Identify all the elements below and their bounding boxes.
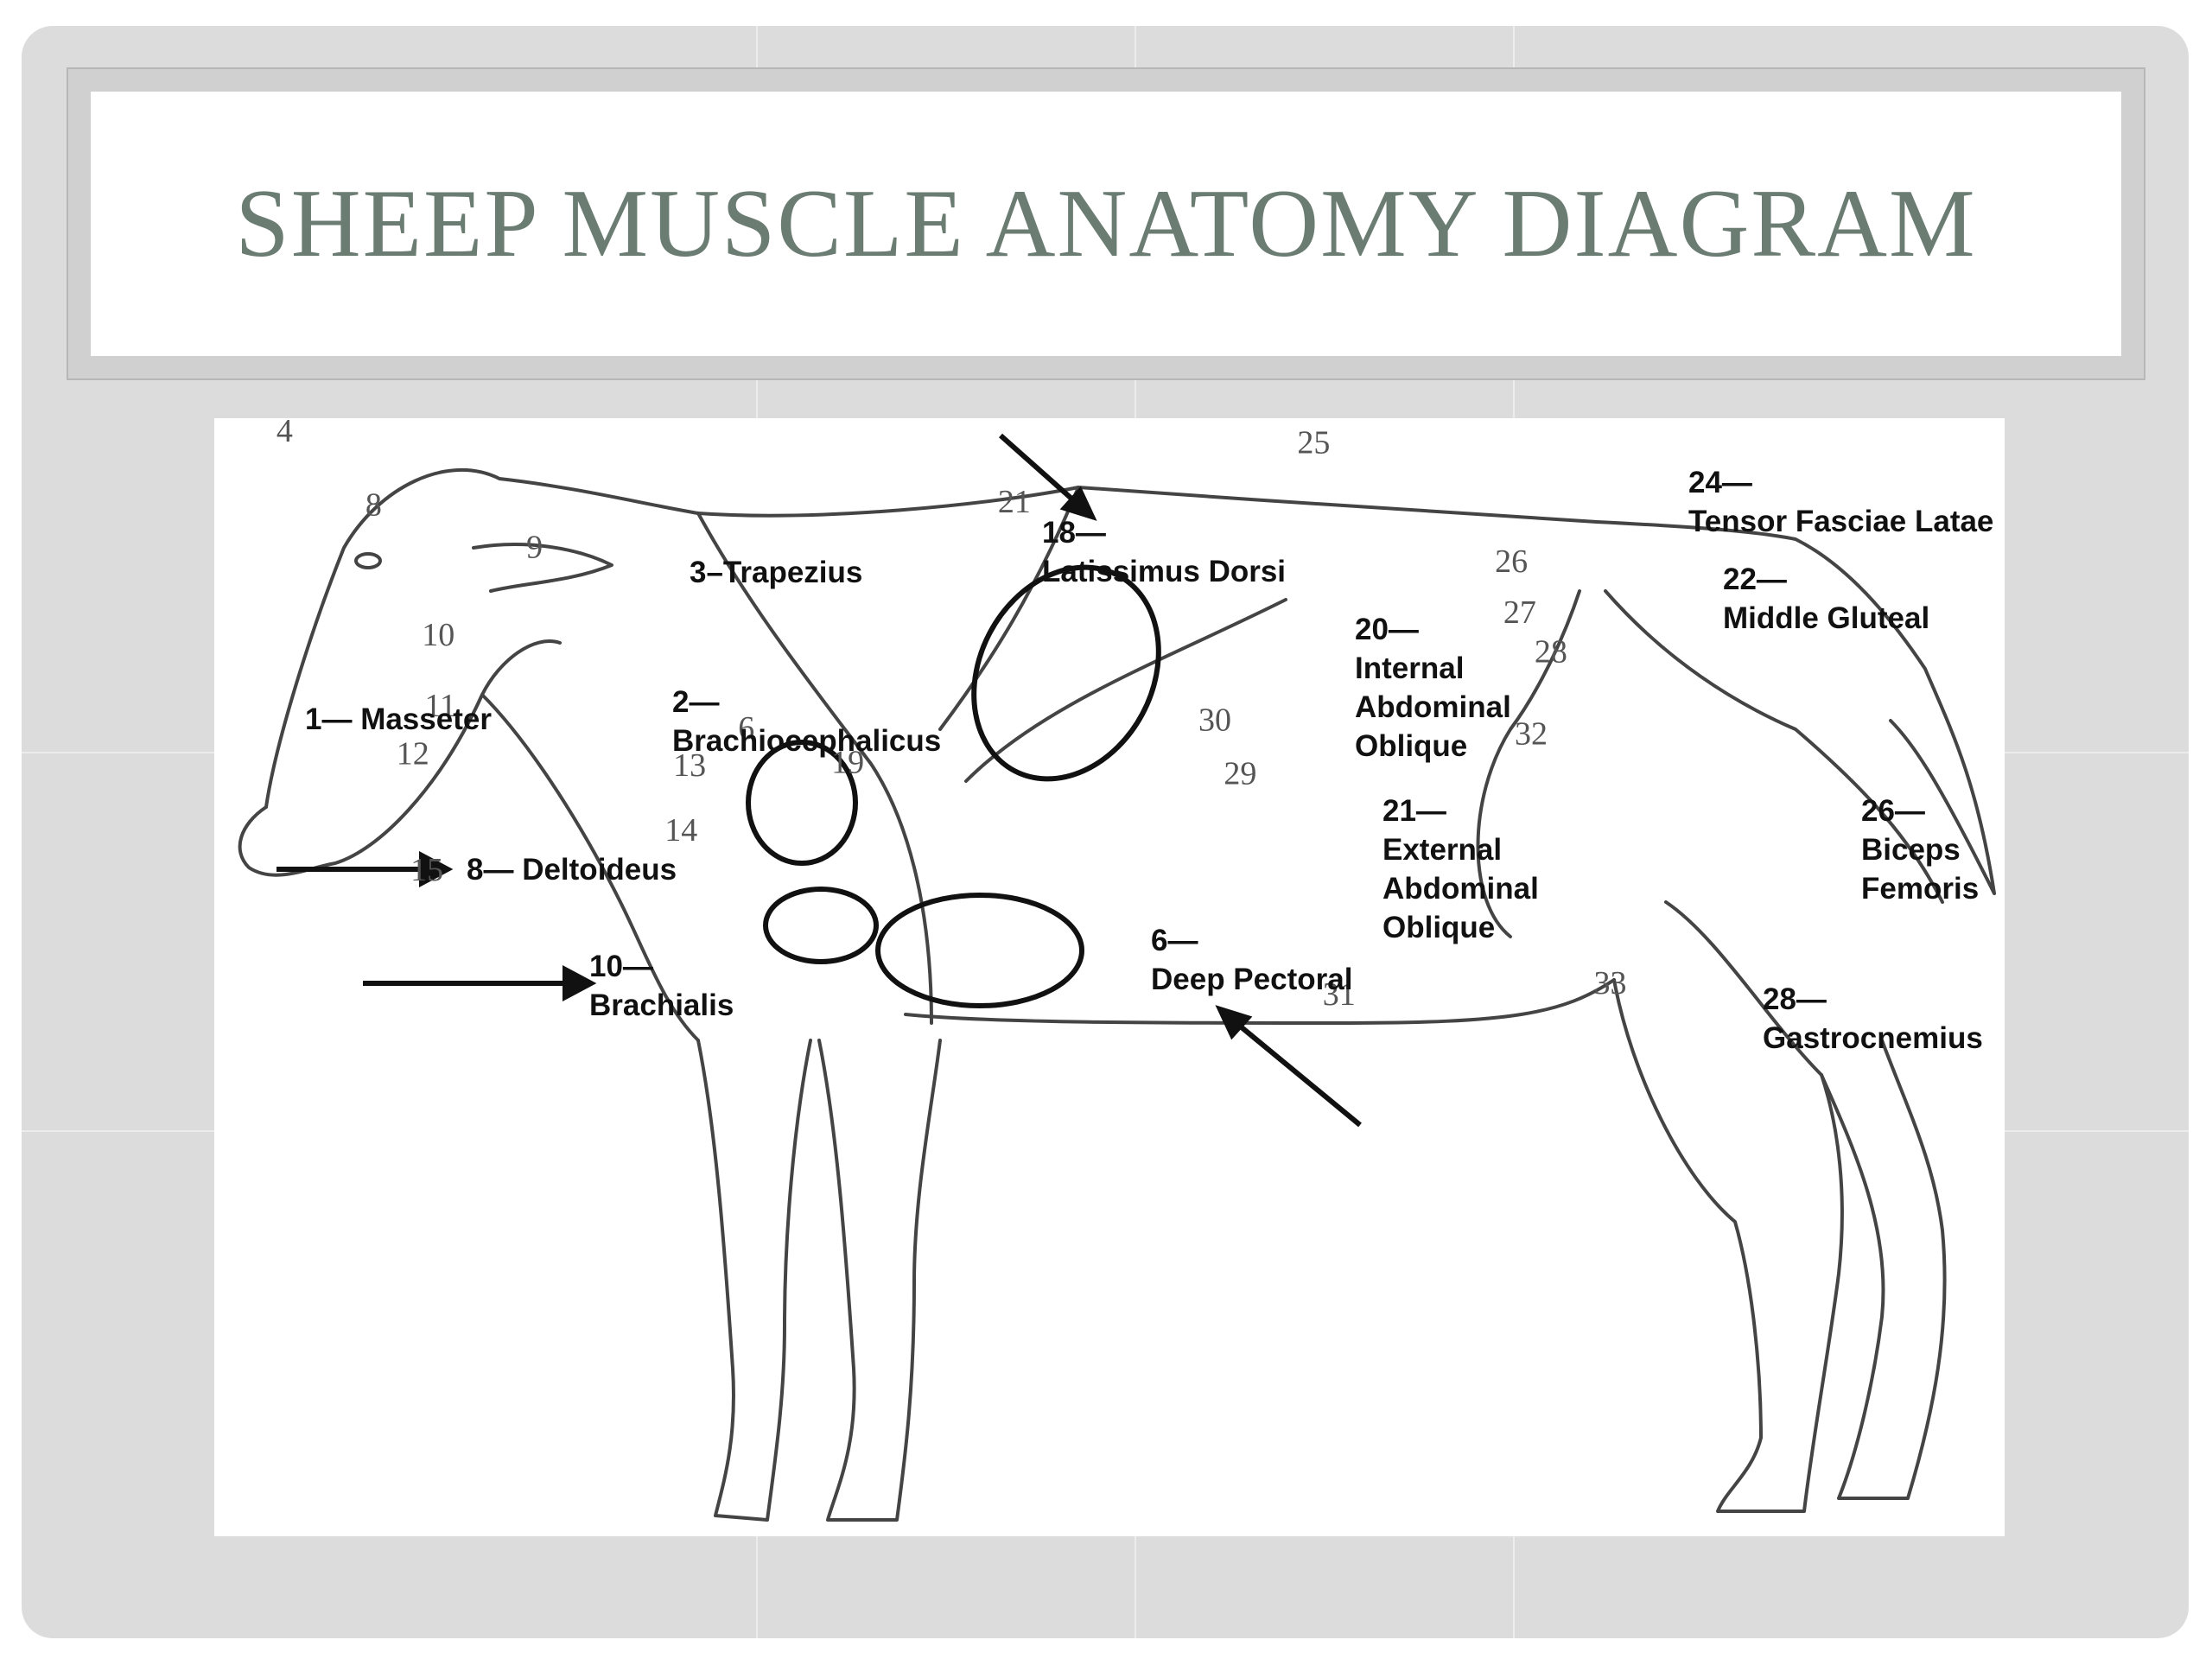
sheep-hind-leg-outline — [1820, 1039, 1947, 1500]
diagram-number-19: 19 — [831, 744, 864, 780]
label-gastrocnemius: 28—Gastrocnemius — [1763, 982, 1983, 1055]
anatomy-diagram-panel: 1234678910111213141518192021222425262728… — [214, 418, 2005, 1536]
sheep-muscle-drawing: 1234678910111213141518192021222425262728… — [238, 418, 1996, 1522]
sheep-hind-leg-outline — [1612, 978, 1844, 1513]
label-deep-pectoral: 6—Deep Pectoral — [1151, 924, 1353, 996]
diagram-number-8: 8 — [365, 486, 382, 523]
arrow-head — [563, 965, 597, 1001]
sheep-head-outline — [238, 639, 562, 877]
label-trapezius: 3–Trapezius — [690, 556, 863, 589]
diagram-number-11: 11 — [424, 688, 456, 724]
muscle-line — [938, 486, 1080, 731]
title-frame: Sheep Muscle Anatomy Diagram — [67, 67, 2145, 380]
diagram-number-30: 30 — [1198, 702, 1231, 738]
slide: Sheep Muscle Anatomy Diagram — [22, 26, 2189, 1638]
muscle-line — [696, 512, 933, 1025]
diagram-number-4: 4 — [276, 418, 293, 449]
diagram-number-28: 28 — [1535, 634, 1567, 671]
diagram-number-14: 14 — [664, 812, 697, 849]
diagram-number-26: 26 — [1495, 543, 1528, 580]
diagram-number-13: 13 — [673, 747, 706, 784]
label-brachiocephalicus: 2—Brachiocephalicus — [672, 685, 942, 758]
sheep-front-leg-outline — [696, 1039, 812, 1522]
arrow-head — [419, 851, 454, 887]
diagram-number-9: 9 — [526, 530, 543, 566]
label-latissimus-dorsi: 18—Latissimus Dorsi — [1042, 516, 1287, 588]
title-box: Sheep Muscle Anatomy Diagram — [91, 92, 2121, 356]
label-middle-gluteal: 22—Middle Gluteal — [1723, 563, 1930, 635]
sheep-body-outline — [264, 468, 1996, 895]
label-tensor-fasciae-latae: 24—Tensor Fasciae Latae — [1688, 466, 1994, 538]
label-masseter: 1— Masseter — [305, 702, 492, 736]
label-brachialis: 10—Brachialis — [589, 950, 734, 1022]
sheep-neck-outline — [480, 693, 700, 1042]
diagram-number-21: 21 — [998, 484, 1031, 520]
diagram-number-6: 6 — [738, 710, 754, 747]
arrow-latissimus — [999, 433, 1080, 507]
diagram-number-15: 15 — [410, 852, 443, 888]
highlight-circle-deep-pectoral — [875, 893, 1084, 1008]
highlight-circle-brachialis — [763, 887, 879, 964]
slide-title: Sheep Muscle Anatomy Diagram — [235, 169, 1977, 277]
diagram-number-32: 32 — [1515, 716, 1548, 753]
diagram-number-25: 25 — [1297, 424, 1330, 461]
sheep-eye — [354, 552, 382, 569]
diagram-number-27: 27 — [1503, 594, 1536, 631]
arrow-head — [1059, 486, 1097, 521]
label-deltoideus: 8— Deltoideus — [467, 853, 677, 887]
diagram-number-33: 33 — [1593, 965, 1626, 1001]
muscle-line — [1664, 900, 1823, 1077]
muscle-line — [1604, 589, 1944, 904]
muscle-line — [964, 598, 1287, 783]
sheep-belly-outline — [904, 978, 1616, 1025]
highlight-circle-latissimus — [971, 564, 1161, 782]
arrow-deep-pectoral — [1230, 1017, 1362, 1128]
arrow-head — [1215, 1005, 1253, 1040]
highlight-circle-deltoideus — [746, 740, 858, 866]
sheep-ear-outline — [472, 543, 613, 593]
diagram-number-31: 31 — [1323, 976, 1356, 1013]
sheep-front-leg-outline — [817, 1039, 942, 1522]
diagram-number-10: 10 — [422, 617, 454, 653]
diagram-number-29: 29 — [1224, 756, 1256, 792]
diagram-number-12: 12 — [397, 736, 429, 772]
muscle-line — [1476, 589, 1581, 938]
